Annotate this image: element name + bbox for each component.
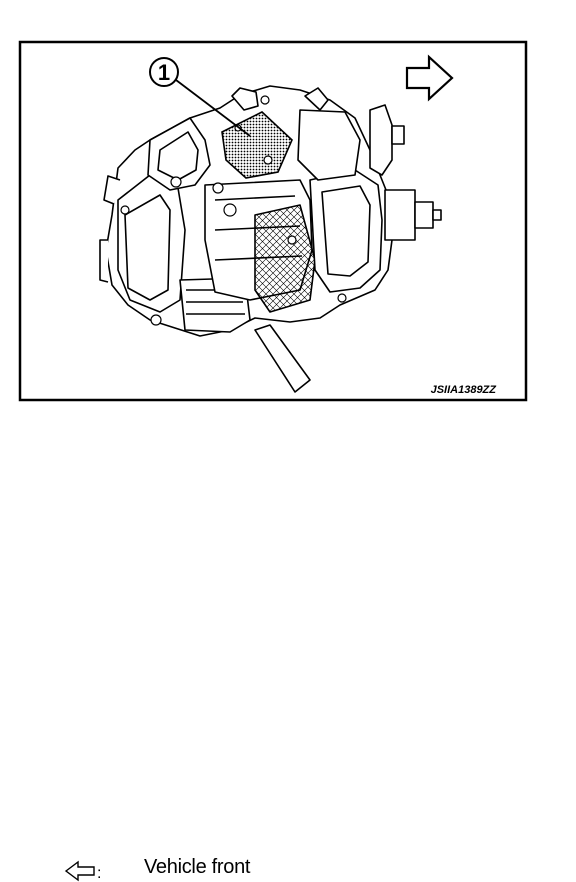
fasteners	[120, 95, 347, 326]
callout-leader-line	[175, 79, 251, 137]
hvac-unit-diagram: 1 JSIIA1389ZZ	[18, 40, 528, 402]
callout-circle-icon	[149, 57, 179, 87]
image-code: JSIIA1389ZZ	[431, 384, 498, 396]
legend: : Vehicle front	[0, 420, 576, 882]
hvac-unit-body	[99, 85, 442, 393]
diagram-figure: 1 JSIIA1389ZZ	[0, 0, 576, 420]
legend-label: Vehicle front	[144, 856, 251, 878]
callout-number: 1	[158, 60, 170, 85]
hollow-arrow-left-icon: :	[64, 860, 101, 882]
figure-frame	[18, 40, 528, 402]
legend-separator: :	[97, 865, 101, 882]
front-arrow-icon	[405, 54, 454, 102]
